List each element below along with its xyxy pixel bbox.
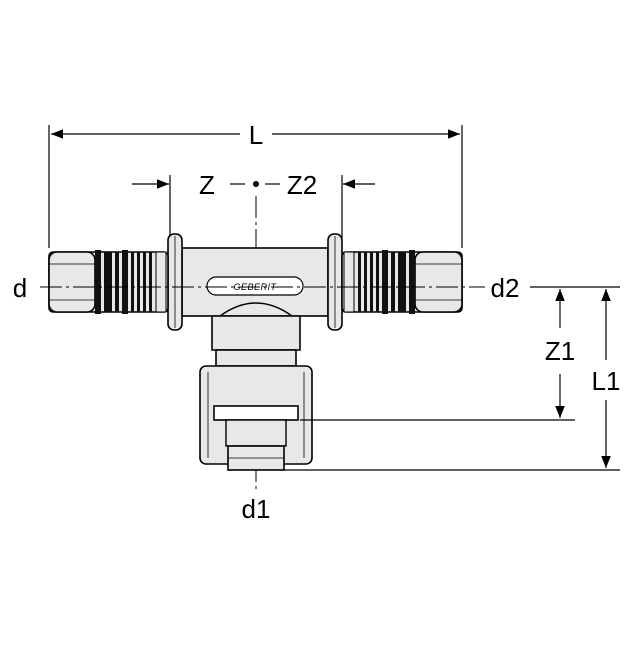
dimension-Z1-L1: Z1 L1 xyxy=(284,289,621,471)
manufacturer-logo-plate xyxy=(206,276,304,296)
right-press-sleeve xyxy=(341,250,463,314)
label-L: L xyxy=(249,120,263,150)
label-L1: L1 xyxy=(592,366,621,396)
label-Z: Z xyxy=(199,170,215,200)
tee-body: GEBERIT xyxy=(181,247,329,351)
right-flange xyxy=(327,233,343,331)
label-Z1: Z1 xyxy=(545,336,575,366)
label-d2: d2 xyxy=(491,273,520,303)
branch-outlet xyxy=(199,349,313,471)
label-Z2: Z2 xyxy=(287,170,317,200)
left-press-sleeve xyxy=(48,250,169,314)
label-d1: d1 xyxy=(242,494,271,524)
dimension-L: L xyxy=(48,120,463,248)
dimension-Z-Z2: Z Z2 xyxy=(132,170,375,238)
label-d: d xyxy=(13,273,27,303)
left-flange xyxy=(167,233,183,331)
